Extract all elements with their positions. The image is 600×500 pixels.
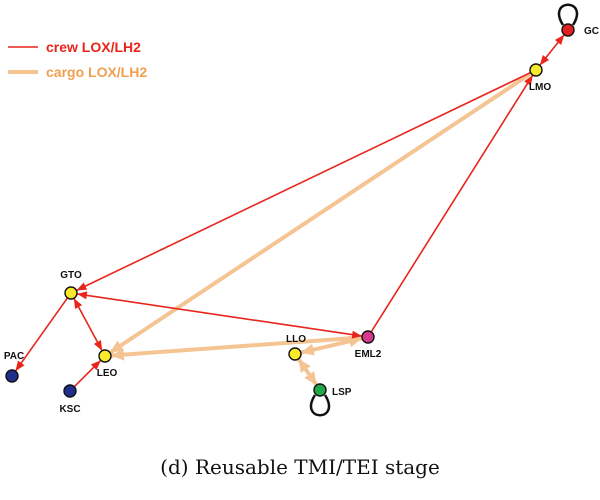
node-leo: LEO — [97, 349, 118, 379]
legend: crew LOX/LH2 cargo LOX/LH2 — [8, 39, 147, 80]
node-ksc: KSC — [59, 384, 81, 415]
node-label-llo: LLO — [286, 334, 306, 345]
edge-cargo-lmo-leo — [108, 71, 533, 355]
node-marker-lsp — [313, 383, 327, 397]
edge-crew-lmo-gc — [539, 34, 565, 66]
node-label-gto: GTO — [60, 270, 82, 281]
node-marker-eml2 — [361, 330, 375, 344]
node-label-lmo: LMO — [529, 82, 551, 93]
self-loops — [309, 3, 579, 417]
node-llo: LLO — [286, 334, 306, 361]
edge-crew-gto-pac — [15, 297, 68, 372]
node-marker-ksc — [63, 384, 77, 398]
legend-crew-label: crew LOX/LH2 — [46, 39, 141, 55]
node-gc: GC — [561, 23, 599, 37]
crew-edges — [15, 34, 565, 387]
node-marker-leo — [98, 349, 112, 363]
edge-cargo-eml2-llo — [299, 335, 364, 356]
node-label-leo: LEO — [97, 368, 118, 379]
edge-crew-gto-eml2 — [76, 291, 363, 339]
node-lmo: LMO — [529, 63, 551, 93]
node-marker-lmo — [529, 63, 543, 77]
figure-caption: (d) Reusable TMI/TEI stage — [160, 455, 440, 479]
node-marker-llo — [288, 347, 302, 361]
node-marker-gto — [64, 286, 78, 300]
self-loop-gc — [557, 3, 579, 26]
node-marker-pac — [5, 369, 19, 383]
node-label-ksc: KSC — [59, 404, 80, 415]
node-lsp: LSP — [313, 383, 352, 398]
edge-crew-ksc-leo — [74, 360, 101, 387]
edge-crew-eml2-lmo — [370, 75, 534, 332]
node-gto: GTO — [60, 270, 82, 300]
node-eml2: EML2 — [355, 330, 382, 360]
cargo-edges — [108, 71, 533, 387]
edge-crew-gto-leo — [73, 298, 103, 351]
node-label-gc: GC — [584, 26, 599, 37]
edge-crew-lmo-gto — [76, 72, 531, 291]
node-marker-gc — [561, 23, 575, 37]
edge-cargo-llo-lsp — [296, 357, 319, 387]
self-loop-lsp — [309, 394, 331, 417]
node-label-pac: PAC — [4, 351, 24, 362]
legend-cargo-label: cargo LOX/LH2 — [46, 64, 147, 80]
node-label-lsp: LSP — [332, 387, 352, 398]
node-label-eml2: EML2 — [355, 349, 382, 360]
node-pac: PAC — [4, 351, 24, 383]
